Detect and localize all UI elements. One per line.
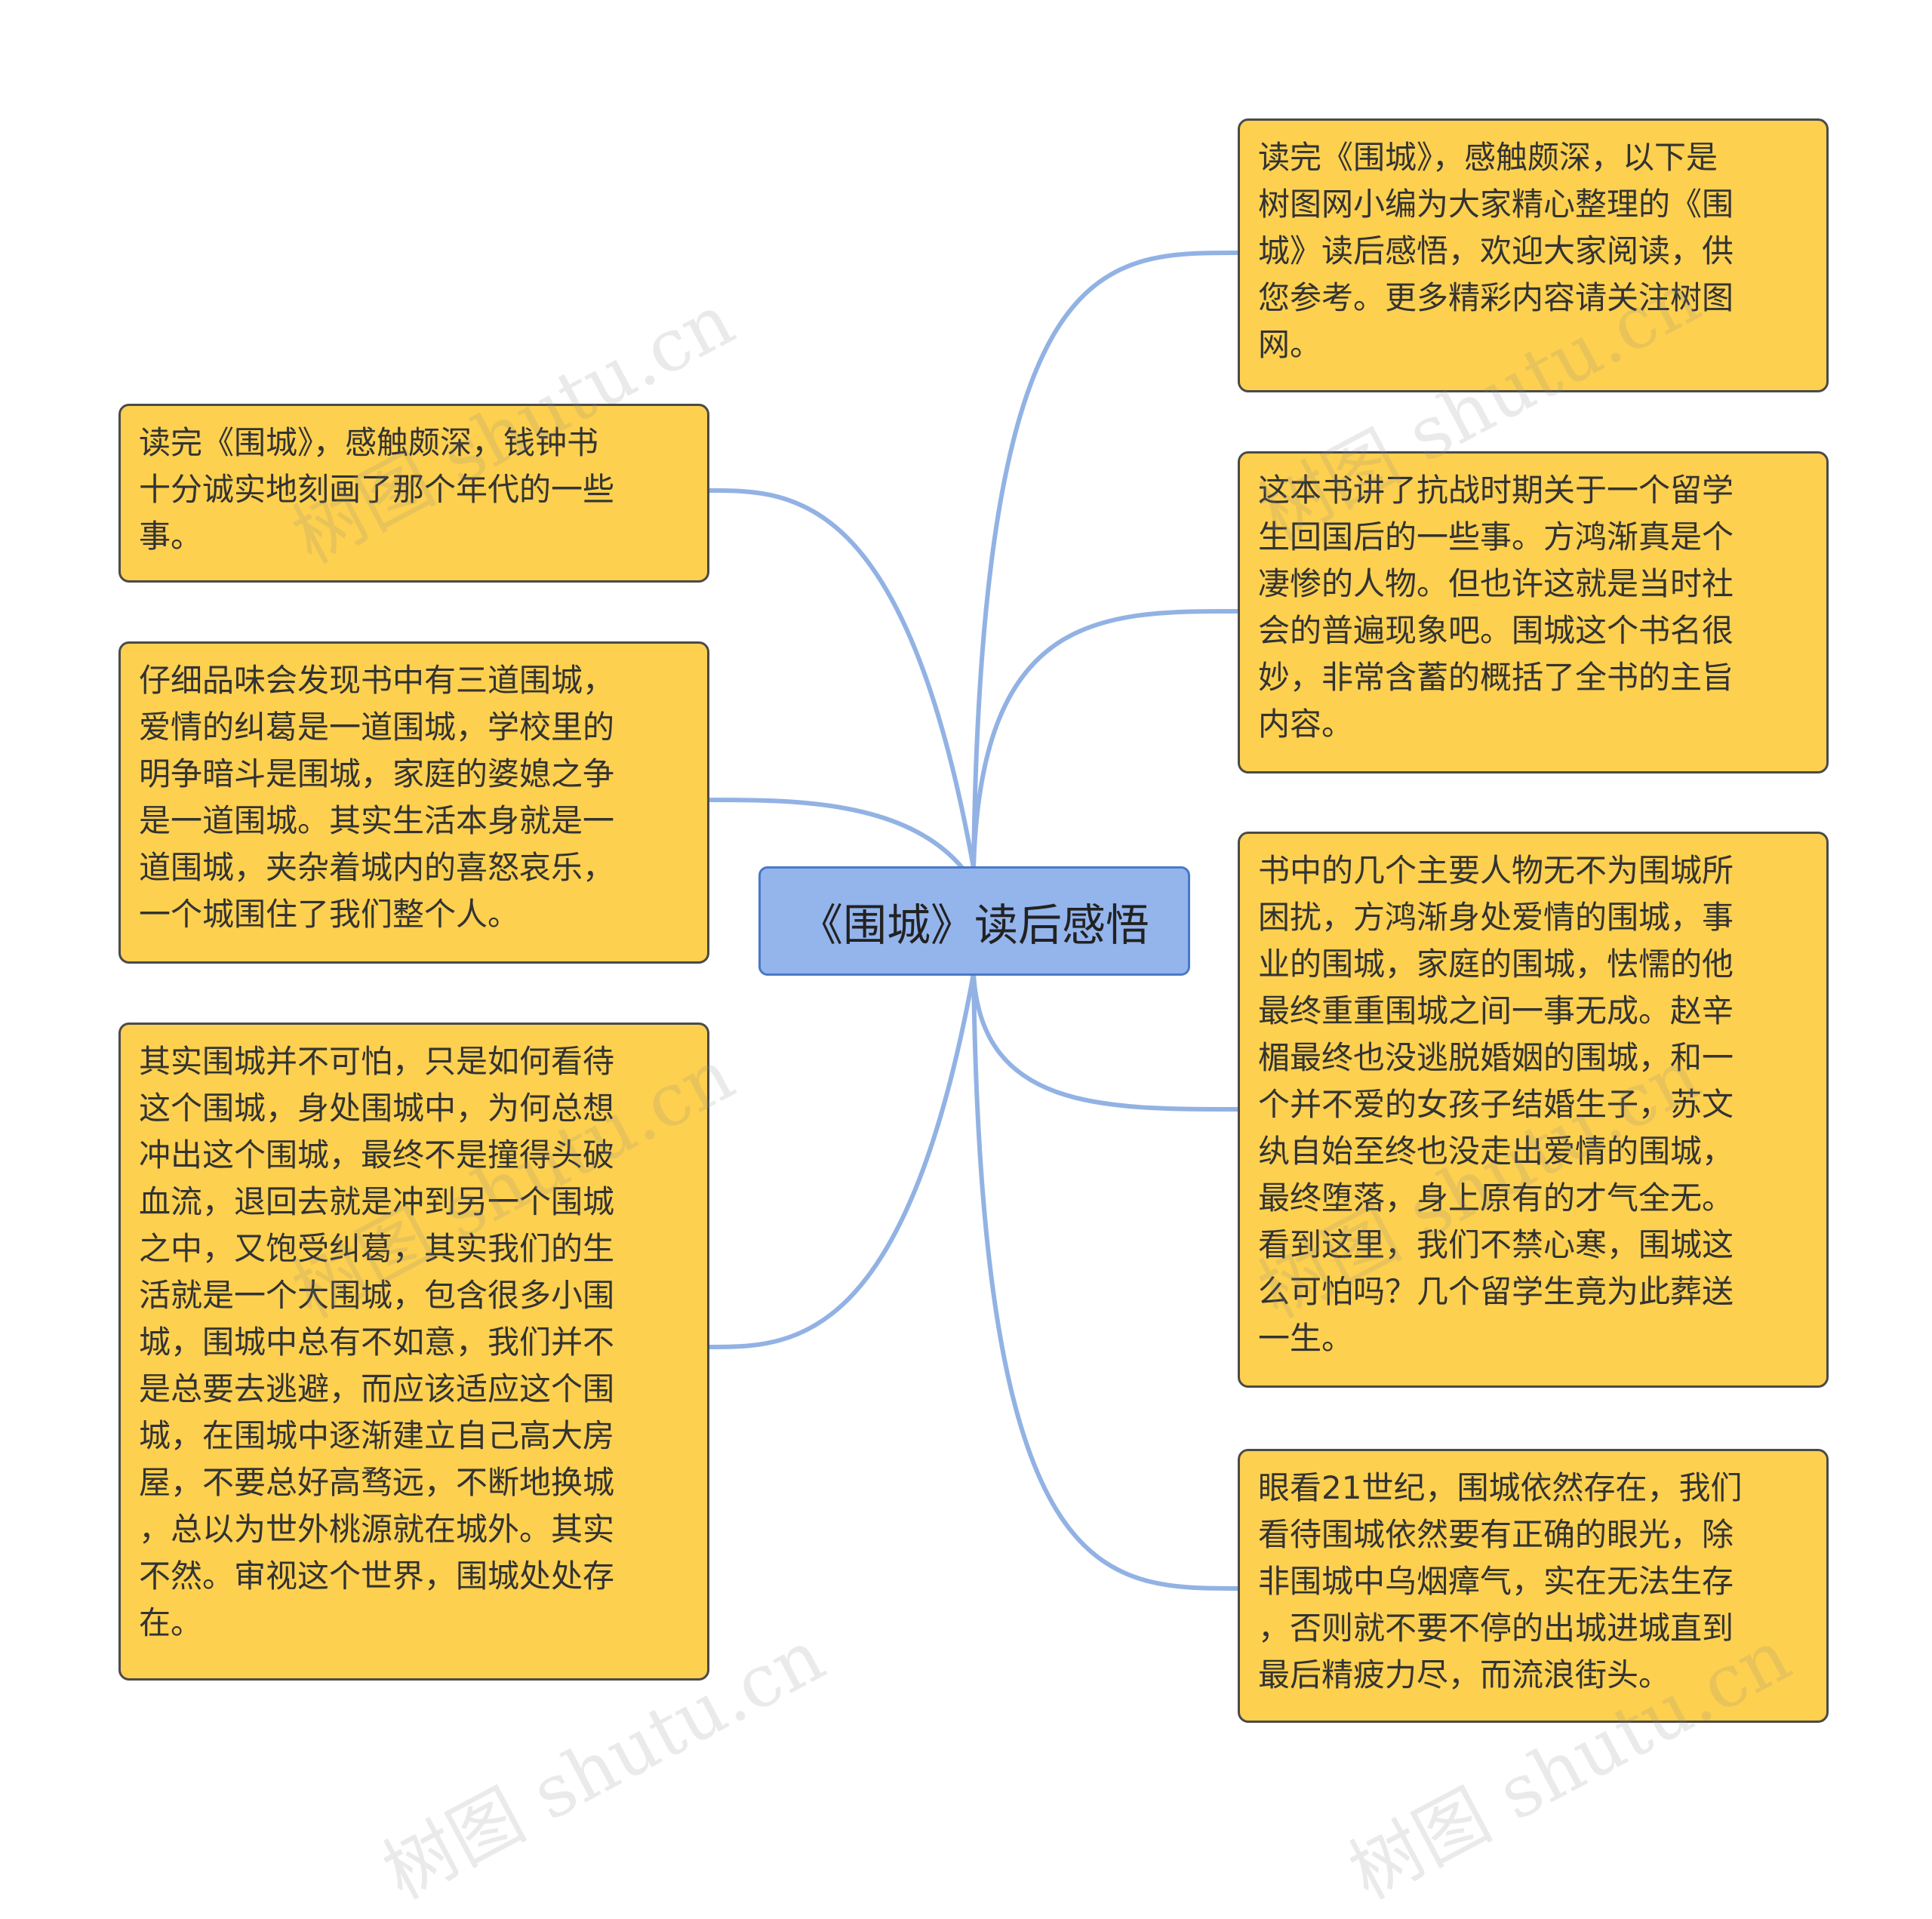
branch-left-1[interactable]: 读完《围城》，感触颇深，钱钟书 十分诚实地刻画了那个年代的一些 事。 [118,404,709,583]
branch-right-2[interactable]: 这本书讲了抗战时期关于一个留学 生回国后的一些事。方鸿渐真是个 凄惨的人物。但也… [1238,451,1829,773]
branch-right-4[interactable]: 眼看21世纪，围城依然存在，我们 看待围城依然要有正确的眼光，除 非围城中乌烟瘴… [1238,1449,1829,1723]
branch-right-3[interactable]: 书中的几个主要人物无不为围城所 困扰，方鸿渐身处爱情的围城，事 业的围城，家庭的… [1238,832,1829,1388]
central-topic-label: 《围城》读后感悟 [798,899,1149,951]
branch-left-2[interactable]: 仔细品味会发现书中有三道围城， 爱情的纠葛是一道围城，学校里的 明争暗斗是围城，… [118,641,709,964]
mindmap-canvas: 《围城》读后感悟 读完《围城》，感触颇深，钱钟书 十分诚实地刻画了那个年代的一些… [118,118,1829,1915]
branch-right-1[interactable]: 读完《围城》，感触颇深，以下是 树图网小编为大家精心整理的《围 城》读后感悟，欢… [1238,118,1829,392]
connector-lines [709,250,1238,1591]
connector-left-2 [709,798,964,869]
central-topic[interactable]: 《围城》读后感悟 [758,866,1190,976]
connector-right-2 [971,609,1238,869]
connector-right-3 [971,973,1238,1112]
connector-left-3 [709,973,976,1349]
connector-left-1 [709,488,976,869]
connector-right-1 [971,250,1238,869]
branch-left-3[interactable]: 其实围城并不可怕，只是如何看待 这个围城，身处围城中，为何总想 冲出这个围城，最… [118,1023,709,1681]
connector-right-4 [971,973,1238,1591]
